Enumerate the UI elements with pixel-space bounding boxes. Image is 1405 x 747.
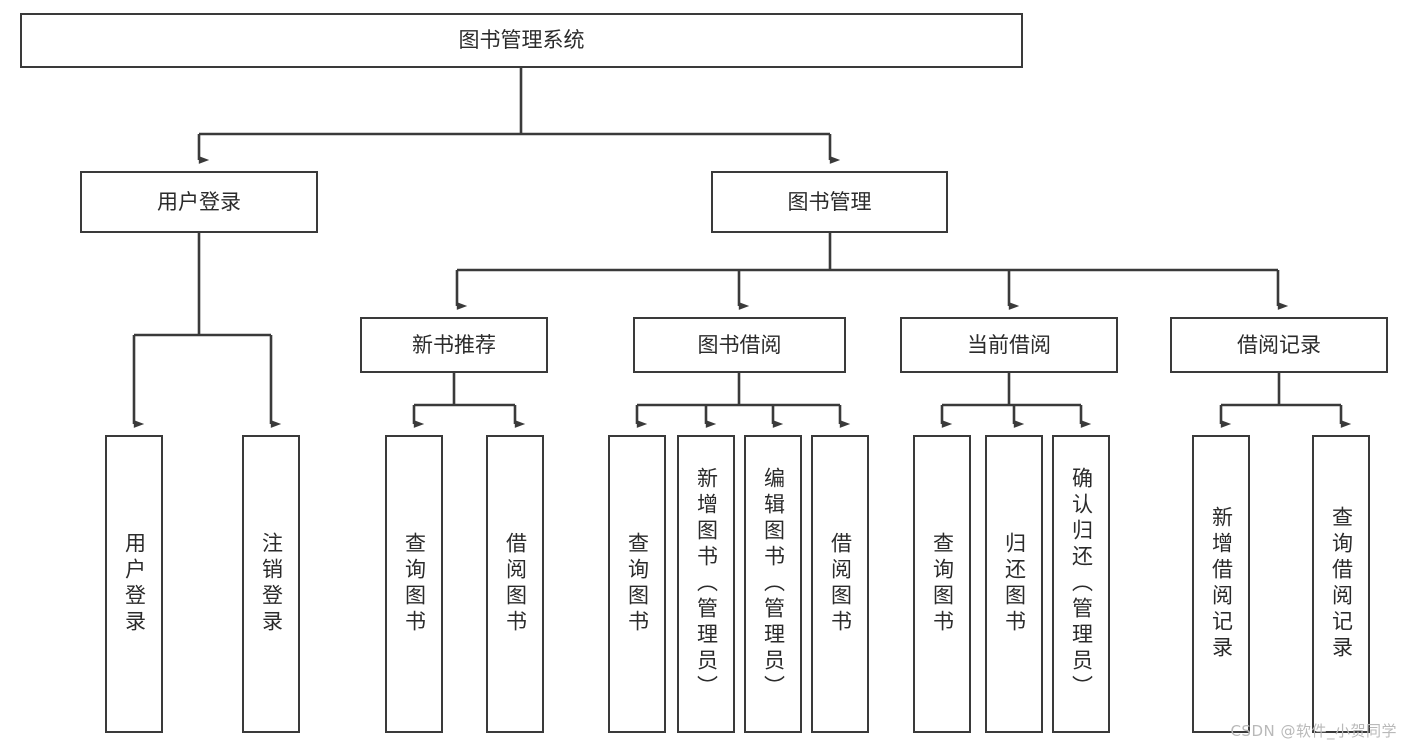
node-user-login-label: 用户登录 <box>157 189 241 214</box>
leaf-return-book[interactable]: 归还图书 <box>985 435 1043 733</box>
node-book-borrow[interactable]: 图书借阅 <box>633 317 846 373</box>
leaf-add-book-admin[interactable]: 新增图书（管理员） <box>677 435 735 733</box>
leaf-query-book-recommend[interactable]: 查询图书 <box>385 435 443 733</box>
leaf-edit-book-admin[interactable]: 编辑图书（管理员） <box>744 435 802 733</box>
leaf-logout[interactable]: 注销登录 <box>242 435 300 733</box>
leaf-confirm-return-admin-label: 确认归还（管理员） <box>1069 467 1094 701</box>
leaf-add-borrow-record[interactable]: 新增借阅记录 <box>1192 435 1250 733</box>
node-root-label: 图书管理系统 <box>458 28 585 53</box>
node-current-borrow[interactable]: 当前借阅 <box>900 317 1118 373</box>
leaf-user-login-label: 用户登录 <box>122 532 147 636</box>
leaf-query-book-borrow[interactable]: 查询图书 <box>608 435 666 733</box>
leaf-confirm-return-admin[interactable]: 确认归还（管理员） <box>1052 435 1110 733</box>
node-book-management[interactable]: 图书管理 <box>711 171 948 233</box>
leaf-borrow-book[interactable]: 借阅图书 <box>811 435 869 733</box>
leaf-query-book-recommend-label: 查询图书 <box>402 532 427 636</box>
node-book-borrow-label: 图书借阅 <box>697 332 782 357</box>
node-current-borrow-label: 当前借阅 <box>967 332 1051 357</box>
node-user-login[interactable]: 用户登录 <box>80 171 318 233</box>
leaf-query-book-current-label: 查询图书 <box>930 532 955 636</box>
leaf-edit-book-admin-label: 编辑图书（管理员） <box>761 467 786 701</box>
leaf-add-book-admin-label: 新增图书（管理员） <box>694 467 719 701</box>
node-new-book-recommend[interactable]: 新书推荐 <box>360 317 548 373</box>
leaf-query-borrow-record[interactable]: 查询借阅记录 <box>1312 435 1370 733</box>
node-book-management-label: 图书管理 <box>787 189 872 214</box>
leaf-user-login[interactable]: 用户登录 <box>105 435 163 733</box>
node-root[interactable]: 图书管理系统 <box>20 13 1023 68</box>
leaf-query-book-current[interactable]: 查询图书 <box>913 435 971 733</box>
leaf-borrow-book-label: 借阅图书 <box>828 532 853 636</box>
leaf-return-book-label: 归还图书 <box>1002 532 1027 636</box>
leaf-logout-label: 注销登录 <box>259 532 284 636</box>
node-new-book-recommend-label: 新书推荐 <box>412 332 496 357</box>
leaf-borrow-book-recommend-label: 借阅图书 <box>503 532 528 636</box>
leaf-borrow-book-recommend[interactable]: 借阅图书 <box>486 435 544 733</box>
leaf-add-borrow-record-label: 新增借阅记录 <box>1209 506 1234 662</box>
node-borrow-record[interactable]: 借阅记录 <box>1170 317 1388 373</box>
node-borrow-record-label: 借阅记录 <box>1237 332 1321 357</box>
leaf-query-borrow-record-label: 查询借阅记录 <box>1329 506 1354 662</box>
leaf-query-book-borrow-label: 查询图书 <box>625 532 650 636</box>
